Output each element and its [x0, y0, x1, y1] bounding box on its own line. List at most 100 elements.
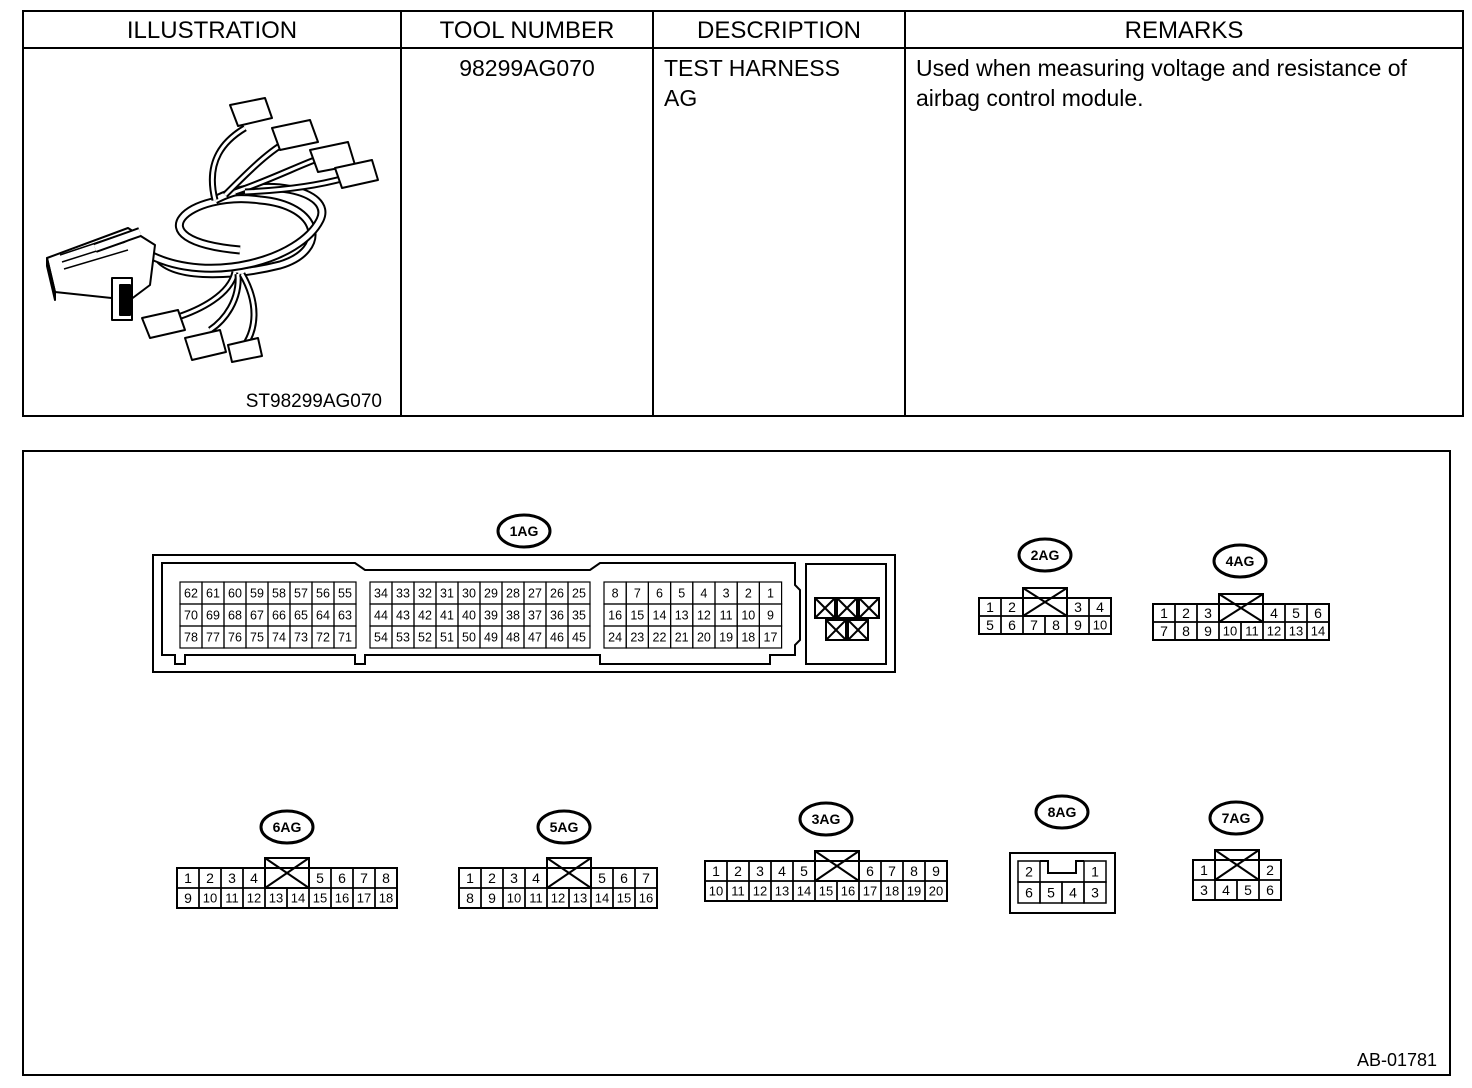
pin-16: 16 — [608, 609, 622, 623]
pin-4: 4 — [1069, 885, 1077, 901]
pin-2: 2 — [206, 870, 214, 886]
connector-label-badge — [259, 809, 315, 845]
pin-5: 5 — [598, 870, 606, 886]
pin-55: 55 — [338, 587, 352, 601]
pin-2: 2 — [488, 870, 496, 886]
pin-50: 50 — [462, 631, 476, 645]
pin-43: 43 — [396, 609, 410, 623]
header-description: DESCRIPTION — [697, 17, 861, 44]
pin-20: 20 — [697, 631, 711, 645]
pin-7: 7 — [642, 870, 650, 886]
figure-id: AB-01781 — [1357, 1050, 1437, 1070]
pin-5: 5 — [1047, 885, 1055, 901]
pin-5: 5 — [986, 617, 994, 633]
connector-label-badge — [1212, 543, 1268, 579]
pin-15: 15 — [819, 884, 833, 899]
pin-12: 12 — [697, 609, 711, 623]
pin-78: 78 — [184, 631, 198, 645]
pin-41: 41 — [440, 609, 454, 623]
table-row: 98299AG070 TEST HARNESS AG Used when mea… — [246, 55, 1408, 412]
pin-72: 72 — [316, 631, 330, 645]
pin-14: 14 — [653, 609, 667, 623]
header-illustration: ILLUSTRATION — [127, 17, 297, 44]
pin-9: 9 — [1204, 623, 1212, 639]
pin-49: 49 — [484, 631, 498, 645]
pin-14: 14 — [1311, 624, 1325, 639]
pin-69: 69 — [206, 609, 220, 623]
pin-40: 40 — [462, 609, 476, 623]
key-slot — [1040, 860, 1084, 874]
connector-label-3AG: 3AG — [812, 811, 841, 827]
pin-48: 48 — [506, 631, 520, 645]
pin-10: 10 — [507, 891, 521, 906]
pin-47: 47 — [528, 631, 542, 645]
diagram-frame — [22, 450, 1451, 1076]
pin-6: 6 — [620, 870, 628, 886]
connector-label-1AG: 1AG — [510, 523, 539, 539]
pin-71: 71 — [338, 631, 352, 645]
tool-table — [22, 10, 1464, 417]
connector-label-5AG: 5AG — [550, 819, 579, 835]
pin-25: 25 — [572, 587, 586, 601]
pin-66: 66 — [272, 609, 286, 623]
description-line-1: TEST HARNESS — [664, 55, 840, 81]
remarks-line-2: airbag control module. — [916, 85, 1144, 111]
pin-15: 15 — [630, 609, 644, 623]
pin-6: 6 — [1266, 882, 1274, 898]
pin-1: 1 — [986, 599, 994, 615]
pin-7: 7 — [634, 587, 641, 601]
pin-29: 29 — [484, 587, 498, 601]
connector-label-badge — [1034, 794, 1090, 830]
remarks-line-1: Used when measuring voltage and resistan… — [916, 55, 1408, 81]
pin-12: 12 — [551, 891, 565, 906]
pin-2: 2 — [1008, 599, 1016, 615]
connector-label-badge — [1017, 537, 1073, 573]
pin-5: 5 — [1244, 882, 1252, 898]
pin-70: 70 — [184, 609, 198, 623]
pin-10: 10 — [741, 609, 755, 623]
pin-63: 63 — [338, 609, 352, 623]
pin-11: 11 — [225, 891, 239, 906]
pin-6: 6 — [656, 587, 663, 601]
pin-1: 1 — [712, 863, 720, 879]
pin-65: 65 — [294, 609, 308, 623]
pin-64: 64 — [316, 609, 330, 623]
pin-4: 4 — [1270, 605, 1278, 621]
pin-26: 26 — [550, 587, 564, 601]
pin-3: 3 — [1074, 599, 1082, 615]
pin-4: 4 — [250, 870, 258, 886]
pin-5: 5 — [678, 587, 685, 601]
pin-11: 11 — [720, 609, 733, 623]
connector-label-7AG: 7AG — [1222, 810, 1251, 826]
pin-44: 44 — [374, 609, 388, 623]
pin-34: 34 — [374, 587, 388, 601]
pin-17: 17 — [357, 891, 371, 906]
pin-19: 19 — [907, 884, 921, 899]
pin-8: 8 — [612, 587, 619, 601]
pin-36: 36 — [550, 609, 564, 623]
pin-14: 14 — [595, 891, 609, 906]
pin-4: 4 — [1222, 882, 1230, 898]
pin-17: 17 — [764, 631, 778, 645]
pin-42: 42 — [418, 609, 432, 623]
pin-67: 67 — [250, 609, 264, 623]
pin-1: 1 — [1200, 862, 1208, 878]
pin-9: 9 — [488, 890, 496, 906]
pin-9: 9 — [767, 609, 774, 623]
pin-1: 1 — [1160, 605, 1168, 621]
pin-2: 2 — [1025, 864, 1033, 880]
pin-7: 7 — [360, 870, 368, 886]
pin-37: 37 — [528, 609, 542, 623]
pin-74: 74 — [272, 631, 286, 645]
pin-13: 13 — [573, 891, 587, 906]
pin-18: 18 — [379, 891, 393, 906]
pin-56: 56 — [316, 587, 330, 601]
pin-22: 22 — [653, 631, 667, 645]
pin-77: 77 — [206, 631, 220, 645]
pin-31: 31 — [440, 587, 454, 601]
pin-32: 32 — [418, 587, 432, 601]
